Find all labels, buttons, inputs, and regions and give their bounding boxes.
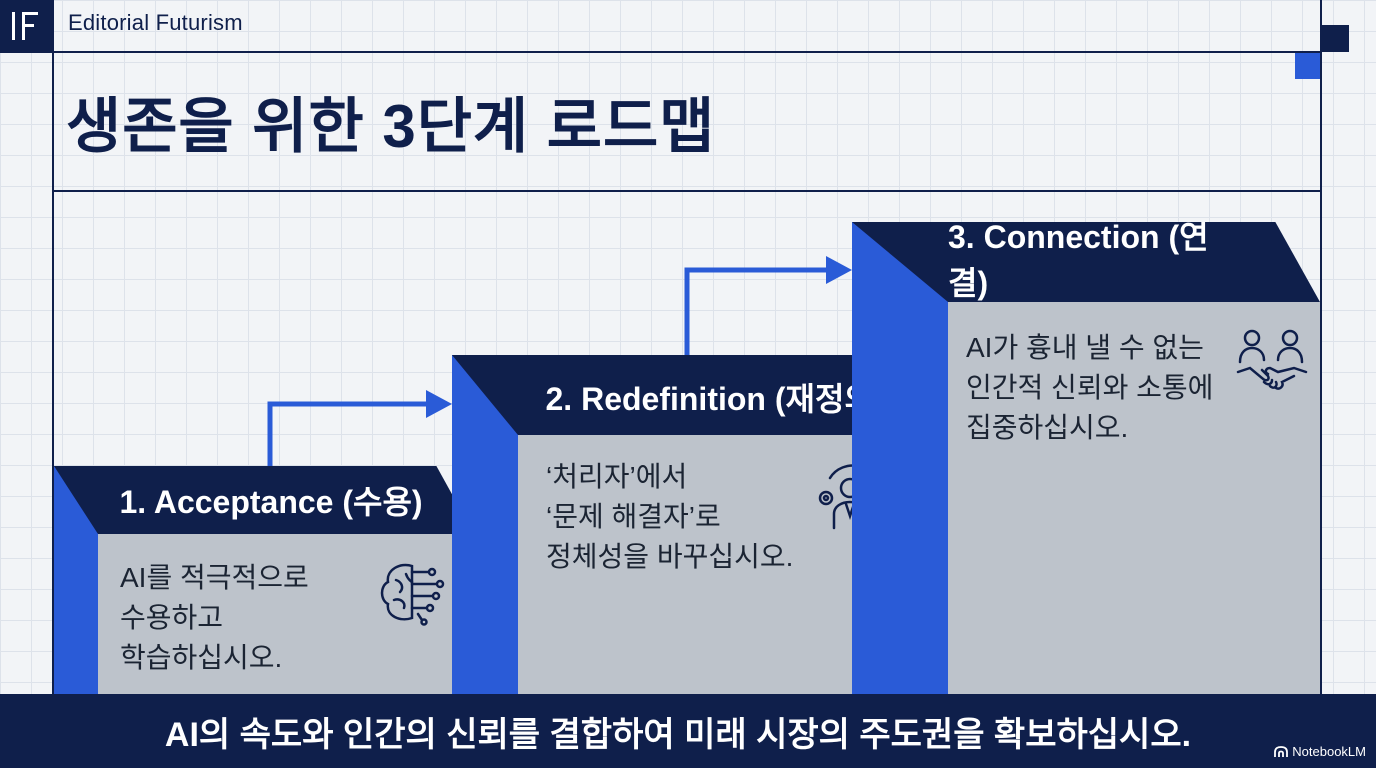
page-title: 생존을 위한 3단계 로드맵 bbox=[66, 93, 716, 160]
step-1-heading: 1. Acceptance (수용) bbox=[98, 466, 474, 534]
notebooklm-watermark: NotebookLM bbox=[1274, 744, 1366, 759]
step-2-line: ‘처리자’에서 bbox=[546, 461, 688, 492]
divider bbox=[52, 190, 1322, 192]
step-3-line: AI가 흉내 낼 수 없는 bbox=[966, 332, 1204, 363]
step-3-line: 집중하십시오. bbox=[966, 412, 1129, 443]
decor-square-dark bbox=[1322, 25, 1349, 52]
frame-line bbox=[1320, 0, 1322, 694]
step-2-panel: ‘처리자’에서 ‘문제 해결자’로 정체성을 바꾸십시오. bbox=[518, 435, 908, 694]
step-1-title: 1. Acceptance (수용) bbox=[119, 484, 423, 520]
logo bbox=[0, 0, 52, 52]
brand-name: Editorial Futurism bbox=[68, 10, 243, 35]
step-3-line: 인간적 신뢰와 소통에 bbox=[966, 372, 1214, 403]
frame-line bbox=[52, 0, 54, 694]
step-3-side bbox=[852, 222, 948, 694]
step-1-line: 수용하고 bbox=[120, 602, 224, 633]
footer-banner: AI의 속도와 인간의 신뢰를 결합하여 미래 시장의 주도권을 확보하십시오. bbox=[0, 694, 1376, 768]
step-1-line: AI를 적극적으로 bbox=[120, 562, 309, 593]
arrow-2-to-3 bbox=[684, 267, 830, 355]
watermark-text: NotebookLM bbox=[1292, 744, 1366, 759]
step-3-panel: AI가 흉내 낼 수 없는 인간적 신뢰와 소통에 집중하십시오. bbox=[948, 302, 1320, 694]
divider bbox=[0, 51, 1322, 53]
step-2-bevel bbox=[452, 355, 518, 435]
arrow-head bbox=[426, 390, 452, 418]
brain-circuit-icon bbox=[380, 563, 445, 626]
arrow-head bbox=[826, 256, 852, 284]
arrow-1-to-2 bbox=[267, 401, 428, 466]
handshake-people-icon bbox=[1236, 329, 1308, 390]
step-2-line: ‘문제 해결자’로 bbox=[546, 501, 721, 532]
step-1-bevel bbox=[54, 466, 98, 534]
step-3-title: 3. Connection (연결) bbox=[948, 219, 1209, 301]
notebooklm-icon bbox=[1274, 745, 1289, 757]
step-2-title: 2. Redefinition (재정의) bbox=[545, 381, 885, 417]
step-2-heading: 2. Redefinition (재정의) bbox=[518, 355, 908, 435]
step-1-line: 학습하십시오. bbox=[120, 642, 283, 673]
step-2-line: 정체성을 바꾸십시오. bbox=[546, 541, 794, 572]
step-3-bevel bbox=[852, 222, 948, 302]
decor-square-blue bbox=[1295, 52, 1322, 79]
footer-message: AI의 속도와 인간의 신뢰를 결합하여 미래 시장의 주도권을 확보하십시오. bbox=[164, 715, 1192, 754]
step-3-heading: 3. Connection (연결) bbox=[948, 222, 1320, 302]
